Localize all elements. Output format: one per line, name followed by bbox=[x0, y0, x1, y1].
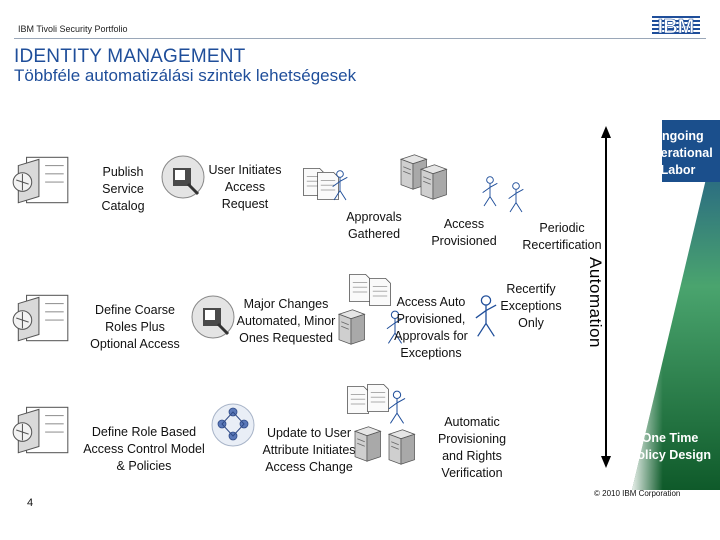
roles-illustration bbox=[8, 288, 74, 348]
row2-left-label: Define Coarse Roles Plus Optional Access bbox=[90, 303, 180, 351]
page-title: IDENTITY MANAGEMENT bbox=[14, 46, 246, 67]
page-subtitle: Többféle automatizálási szintek lehetség… bbox=[14, 66, 357, 85]
automation-triangle bbox=[601, 120, 720, 490]
ibm-logo: IBM bbox=[652, 16, 700, 38]
copyright: © 2010 IBM Corporation bbox=[594, 489, 681, 498]
rbac-illustration bbox=[8, 400, 74, 460]
top-triangle-label: Ongoing Operational Labor bbox=[643, 129, 713, 177]
row1-recert-label: Periodic Recertification bbox=[522, 221, 602, 252]
catalog-illustration bbox=[8, 150, 74, 210]
page-number: 4 bbox=[27, 497, 34, 509]
network-icon bbox=[210, 402, 256, 448]
row1-middle-label: User Initiates Access Request bbox=[208, 163, 282, 211]
axis-arrow-down bbox=[601, 456, 611, 468]
ibm-logo-text: IBM bbox=[658, 16, 695, 38]
row1-left-label: Publish Service Catalog bbox=[101, 165, 145, 213]
row2-middle-label: Major Changes Automated, Minor Ones Requ… bbox=[236, 297, 336, 345]
auto-provisioning-icon bbox=[347, 383, 415, 465]
portfolio-label: IBM Tivoli Security Portfolio bbox=[18, 24, 128, 34]
row1-approvals-label: Approvals Gathered bbox=[346, 210, 402, 241]
bottom-triangle-label: One Time Policy Design bbox=[629, 431, 711, 462]
automation-label: Automation bbox=[586, 257, 605, 348]
server-icon bbox=[400, 154, 447, 200]
row2-recert-label: Recertify Exceptions Only bbox=[500, 282, 562, 330]
row1-provisioned-label: Access Provisioned bbox=[431, 217, 497, 248]
header-divider bbox=[14, 38, 706, 39]
axis-arrow-up bbox=[601, 126, 611, 138]
row3-left-label: Define Role Based Access Control Model &… bbox=[83, 425, 205, 473]
row2-provisioned-label: Access Auto Provisioned, Approvals for E… bbox=[394, 295, 468, 360]
recert-people-icon bbox=[482, 176, 524, 213]
gearbox-icon-2 bbox=[190, 294, 236, 340]
row3-middle-label: Update to User Attribute Initiates Acces… bbox=[262, 426, 356, 474]
row3-auto-label: Automatic Provisioning and Rights Verifi… bbox=[437, 415, 507, 480]
